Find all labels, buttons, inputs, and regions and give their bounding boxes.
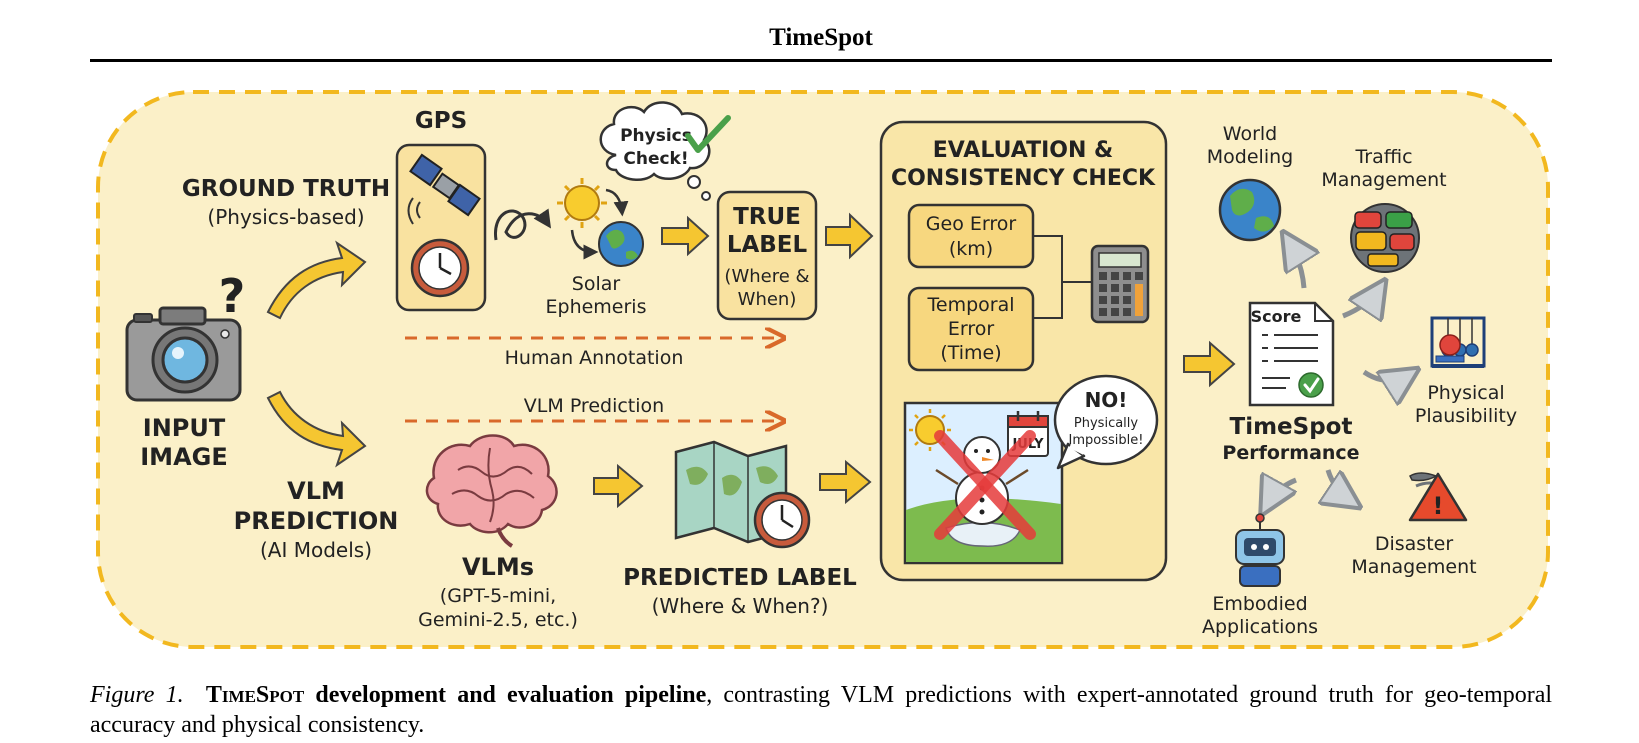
- ground-truth-title: GROUND TRUTH: [182, 176, 390, 202]
- solar-arrow-2: [570, 229, 599, 260]
- vlm-prediction-subtitle: (AI Models): [260, 538, 372, 562]
- header-rule: [90, 59, 1552, 62]
- solar-ephemeris-line1: Solar: [572, 273, 621, 295]
- map-clock-icon: [753, 491, 811, 549]
- warning-symbol: !: [1433, 492, 1444, 520]
- arrow-to-embodied: [1266, 480, 1296, 506]
- arrow-to-plausibility: [1362, 372, 1410, 381]
- evaluation-title-line1: EVALUATION &: [933, 138, 1113, 163]
- question-mark: ?: [219, 269, 246, 323]
- physics-check-line1: Physics: [620, 126, 692, 146]
- vlm-prediction-line2: PREDICTION: [234, 507, 399, 535]
- no-bubble-line1: NO!: [1085, 388, 1128, 412]
- plausibility-line2: Plausibility: [1415, 405, 1517, 427]
- score-label: Score: [1251, 307, 1302, 326]
- check-mark-icon: [685, 115, 731, 153]
- calculator-icon: [1090, 244, 1150, 324]
- solar-ephemeris-line2: Ephemeris: [546, 296, 647, 318]
- vlm-prediction-arrow-label: VLM Prediction: [524, 395, 664, 417]
- true-label-line2: LABEL: [727, 232, 808, 258]
- true-label-line3: (Where &: [724, 266, 809, 287]
- disaster-line2: Management: [1351, 556, 1476, 578]
- temporal-error-line3: (Time): [940, 342, 1001, 364]
- connector-lines: [1033, 235, 1092, 319]
- figure-caption: Figure 1. TimeSpot development and evalu…: [90, 680, 1552, 740]
- predicted-label-title: PREDICTED LABEL: [623, 565, 857, 591]
- sun-icon: [557, 178, 607, 228]
- traffic-line1: Traffic: [1354, 146, 1412, 168]
- red-cross-icon: [934, 430, 1036, 540]
- arrow-to-world-modeling: [1288, 240, 1304, 289]
- true-label-line4: When): [738, 289, 797, 310]
- brain-icon: [425, 434, 558, 548]
- world-modeling-line2: Modeling: [1207, 146, 1293, 168]
- caption-title-rest: development and evaluation pipeline: [304, 682, 707, 708]
- temporal-error-line1: Temporal: [927, 294, 1015, 316]
- arrow-to-traffic: [1342, 288, 1380, 316]
- ground-truth-subtitle: (Physics-based): [207, 205, 364, 229]
- globe-icon: [598, 221, 644, 267]
- geo-error-line2: (km): [949, 238, 993, 260]
- arrow-to-evaluation-bottom: [819, 459, 872, 505]
- predicted-label-subtitle: (Where & When?): [652, 594, 829, 618]
- warning-tornado-icon: [1408, 472, 1468, 522]
- arrow-to-evaluation-top: [825, 212, 874, 260]
- vlms-line1: (GPT-5-mini,: [440, 585, 556, 607]
- no-bubble-line3: Impossible!: [1069, 433, 1144, 448]
- vlm-prediction-arrow: [266, 390, 367, 468]
- traffic-line2: Management: [1321, 169, 1446, 191]
- solar-arrow-1: [605, 188, 629, 217]
- physics-check-cloud: [599, 101, 711, 201]
- pipeline-figure: ? INPUT IMAGE GROUND TRUTH (Physics-base…: [96, 90, 1550, 649]
- caption-text: , contrasting VLM predictions with exper…: [90, 682, 1553, 738]
- embodied-line1: Embodied: [1212, 593, 1307, 615]
- vlms-line2: Gemini-2.5, etc.): [418, 609, 578, 631]
- true-label-box: [716, 190, 818, 321]
- caption-label: Figure 1.: [90, 682, 184, 708]
- true-label-line1: TRUE: [733, 204, 801, 230]
- robot-icon: [1235, 513, 1285, 587]
- snowman-icon: [935, 436, 1029, 547]
- vlms-title: VLMs: [462, 553, 534, 581]
- arrow-to-performance: [1183, 340, 1236, 388]
- input-image-line2: IMAGE: [140, 443, 227, 471]
- ground-truth-arrow: [266, 240, 367, 320]
- temporal-error-line2: Error: [948, 318, 995, 340]
- embodied-line2: Applications: [1202, 616, 1318, 638]
- newtons-cradle-icon: [1430, 316, 1486, 368]
- arrow-to-disaster: [1328, 469, 1352, 502]
- gps-label: GPS: [415, 108, 467, 134]
- no-speech-bubble: [1053, 374, 1159, 470]
- performance-line2: Performance: [1222, 442, 1359, 464]
- no-bubble-line2: Physically: [1074, 416, 1138, 431]
- input-image-line1: INPUT: [143, 414, 226, 442]
- satellite-icon: [407, 153, 481, 225]
- page-header: TimeSpot: [769, 24, 873, 51]
- human-annotation-label: Human Annotation: [505, 347, 684, 369]
- caption-title-smallcaps: TimeSpot: [205, 682, 305, 708]
- performance-line1: TimeSpot: [1230, 414, 1353, 440]
- clock-icon: [410, 238, 470, 298]
- evaluation-title-line2: CONSISTENCY CHECK: [891, 166, 1156, 191]
- snowman-scene: JULY: [903, 401, 1064, 565]
- arrow-to-true-label: [661, 215, 710, 257]
- temporal-error-box: [907, 286, 1035, 372]
- physics-check-line2: Check!: [623, 149, 688, 169]
- loop-arrow: [494, 208, 552, 241]
- arrow-to-map: [593, 463, 644, 509]
- vlm-prediction-line1: VLM: [287, 477, 345, 505]
- plausibility-line1: Physical: [1427, 382, 1504, 404]
- world-modeling-line1: World: [1223, 123, 1277, 145]
- disaster-line1: Disaster: [1375, 533, 1453, 555]
- geo-error-line1: Geo Error: [926, 213, 1017, 235]
- score-document-icon: [1248, 301, 1335, 407]
- camera-icon: [125, 306, 242, 402]
- traffic-icon: [1350, 203, 1420, 273]
- world-globe-icon: [1218, 178, 1282, 242]
